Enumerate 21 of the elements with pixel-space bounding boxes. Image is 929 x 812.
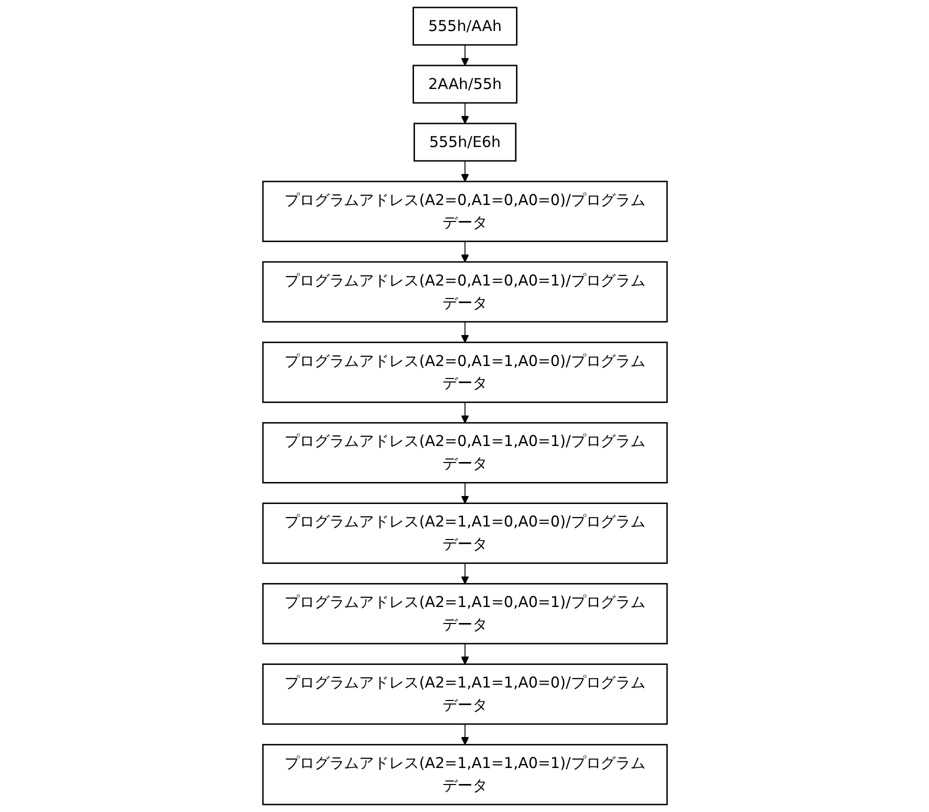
node-box: プログラムアドレス(A2=0,A1=1,A0=0)/プログラムデータ xyxy=(262,342,668,403)
node-box: プログラムアドレス(A2=1,A1=1,A0=1)/プログラムデータ xyxy=(262,744,668,806)
arrow xyxy=(460,240,469,262)
node-box: 555h/AAh xyxy=(412,6,517,46)
node-box: プログラムアドレス(A2=0,A1=0,A0=1)/プログラムデータ xyxy=(262,261,668,322)
arrow xyxy=(460,643,469,665)
node-box: プログラムアドレス(A2=1,A1=1,A0=0)/プログラムデータ xyxy=(262,664,668,725)
node-box: 555h/E6h xyxy=(413,122,516,162)
arrow xyxy=(460,44,469,66)
arrow xyxy=(460,402,469,424)
node-box: プログラムアドレス(A2=1,A1=0,A0=1)/プログラムデータ xyxy=(262,583,668,644)
arrow xyxy=(460,321,469,343)
node-box: 2AAh/55h xyxy=(412,64,517,104)
node-box: プログラムアドレス(A2=0,A1=0,A0=0)/プログラムデータ xyxy=(262,180,668,242)
arrow xyxy=(460,562,469,584)
arrow xyxy=(460,482,469,504)
arrow xyxy=(460,102,469,124)
arrow xyxy=(460,160,469,182)
node-box: プログラムアドレス(A2=1,A1=0,A0=0)/プログラムデータ xyxy=(262,502,668,564)
node-box: プログラムアドレス(A2=0,A1=1,A0=1)/プログラムデータ xyxy=(262,422,668,484)
arrow xyxy=(460,724,469,746)
